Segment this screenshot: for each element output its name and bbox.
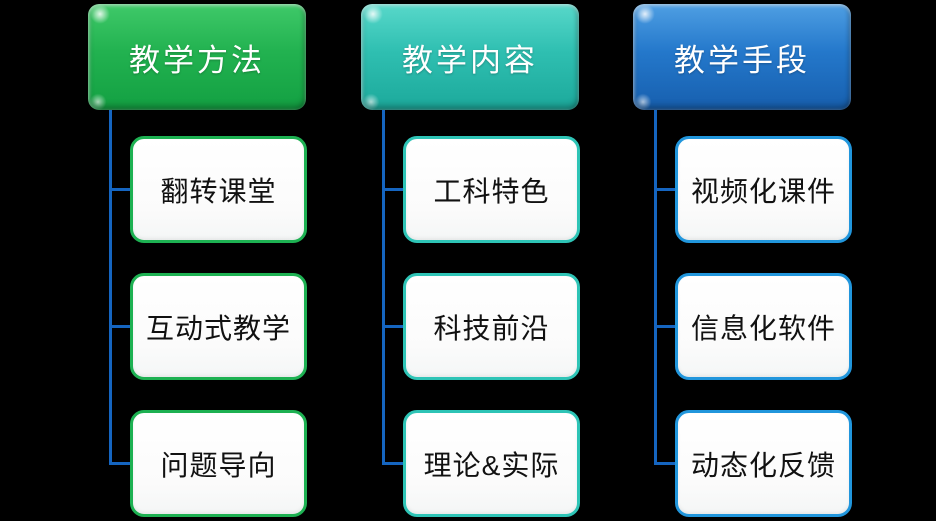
child-box-information-software[interactable]: 信息化软件: [675, 273, 852, 380]
connector-vertical-line: [109, 110, 112, 463]
column-teaching-methods: 教学方法 翻转课堂 互动式教学 问题导向: [88, 0, 308, 521]
connector-stub: [109, 188, 132, 191]
child-label: 信息化软件: [690, 312, 836, 344]
connector-stub: [654, 462, 677, 465]
connector-stub: [654, 325, 677, 328]
child-label: 视频化课件: [690, 175, 836, 207]
child-box-theory-and-practice[interactable]: 理论&实际: [403, 410, 580, 517]
connector-vertical-line: [654, 110, 657, 463]
header-box-teaching-content[interactable]: 教学内容: [361, 4, 579, 110]
child-box-tech-frontier[interactable]: 科技前沿: [403, 273, 580, 380]
connector-stub: [654, 188, 677, 191]
child-box-engineering-features[interactable]: 工科特色: [403, 136, 580, 243]
child-label: 科技前沿: [433, 312, 550, 344]
connector-stub: [109, 462, 132, 465]
header-label: 教学方法: [129, 42, 265, 78]
column-teaching-means: 教学手段 视频化课件 信息化软件 动态化反馈: [633, 0, 853, 521]
header-label: 教学内容: [402, 42, 538, 78]
child-label: 工科特色: [433, 175, 550, 207]
child-box-flipped-classroom[interactable]: 翻转课堂: [130, 136, 307, 243]
header-label: 教学手段: [674, 42, 810, 78]
connector-stub: [109, 325, 132, 328]
connector-stub: [382, 188, 405, 191]
header-box-teaching-means[interactable]: 教学手段: [633, 4, 851, 110]
header-box-teaching-methods[interactable]: 教学方法: [88, 4, 306, 110]
column-teaching-content: 教学内容 工科特色 科技前沿 理论&实际: [361, 0, 581, 521]
child-box-problem-oriented[interactable]: 问题导向: [130, 410, 307, 517]
child-label: 理论&实际: [423, 449, 560, 481]
child-label: 动态化反馈: [690, 449, 836, 481]
connector-stub: [382, 462, 405, 465]
child-label: 翻转课堂: [160, 175, 277, 207]
child-box-video-courseware[interactable]: 视频化课件: [675, 136, 852, 243]
connector-vertical-line: [382, 110, 385, 463]
child-label: 互动式教学: [145, 312, 291, 344]
child-box-dynamic-feedback[interactable]: 动态化反馈: [675, 410, 852, 517]
child-label: 问题导向: [160, 449, 277, 481]
connector-stub: [382, 325, 405, 328]
child-box-interactive-teaching[interactable]: 互动式教学: [130, 273, 307, 380]
